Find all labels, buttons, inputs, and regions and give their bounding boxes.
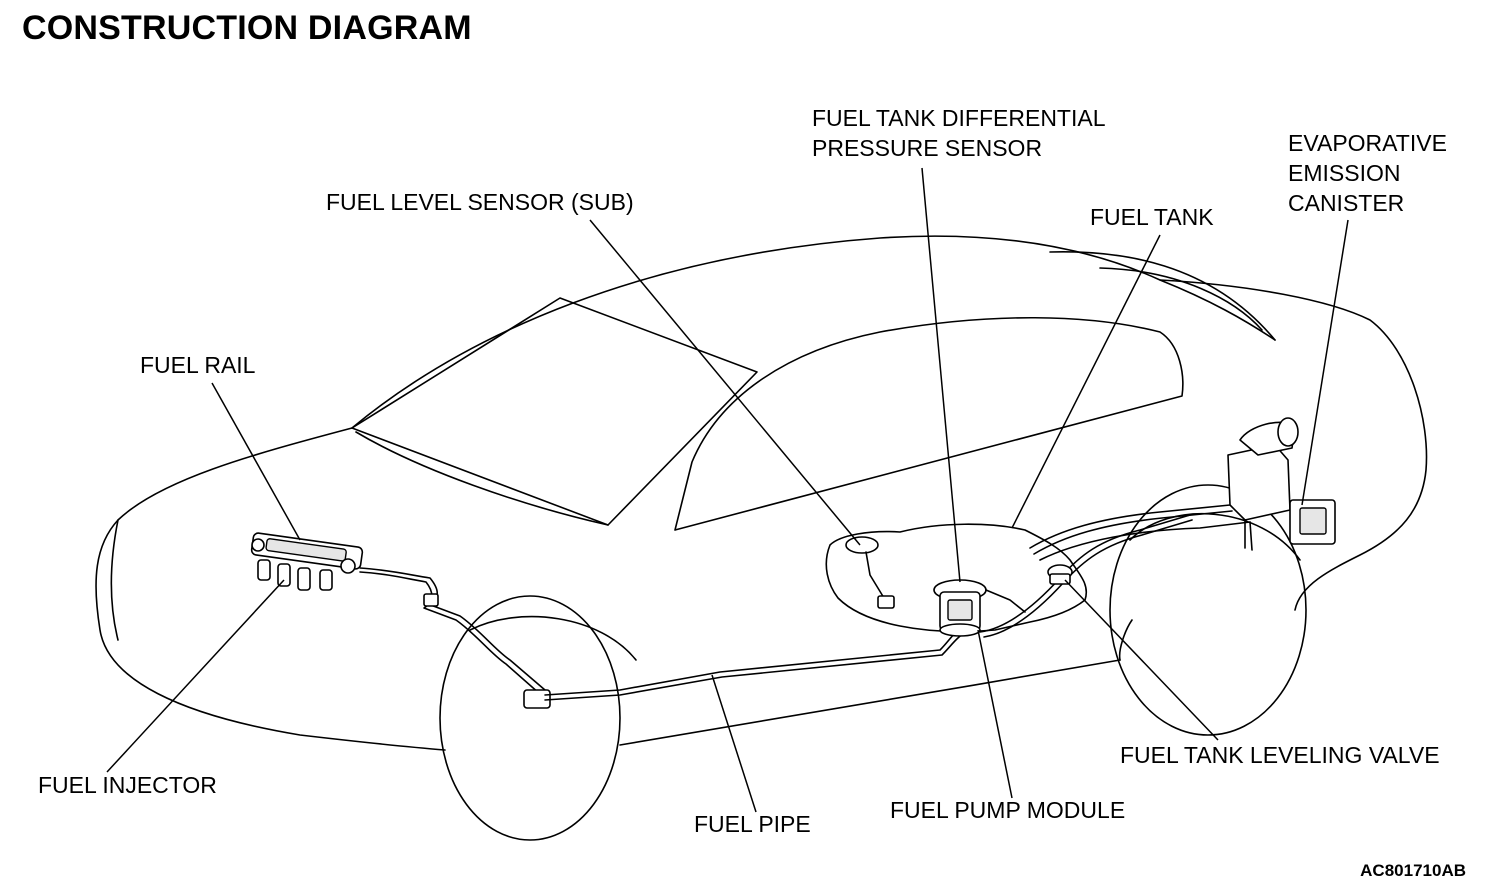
label-fuel-pipe: FUEL PIPE [694,811,811,837]
callout-labels: FUEL RAIL FUEL INJECTOR FUEL PIPE FUEL P… [38,105,1447,837]
fuel-rail-assembly [250,532,364,591]
fuel-pump-module [933,579,1026,637]
evaporative-emission-canister [1227,417,1336,551]
front-wheel [439,595,637,841]
fuel-level-sensor-sub [845,536,895,609]
label-fuel-tank: FUEL TANK [1090,204,1214,230]
label-fuel-rail: FUEL RAIL [140,352,256,378]
fuel-tank-leveling-valve [1047,564,1073,585]
leader-diff-pressure-sensor [921,167,961,583]
rear-wheel [1109,484,1307,736]
figure-id: AC801710AB [1360,861,1466,880]
label-fuel-tank-leveling-valve: FUEL TANK LEVELING VALVE [1120,742,1440,768]
label-evap-canister-line1: EVAPORATIVE [1288,130,1447,156]
leader-evap-canister [1301,219,1349,506]
page-title: CONSTRUCTION DIAGRAM [22,9,472,47]
label-evap-canister-line3: CANISTER [1288,190,1404,216]
fuel-injectors [257,559,333,591]
leader-fuel-level-sensor [589,219,861,546]
label-diff-pressure-sensor-line2: PRESSURE SENSOR [812,135,1042,161]
leader-fuel-injector [106,579,285,773]
label-fuel-level-sensor-sub: FUEL LEVEL SENSOR (SUB) [326,189,634,215]
leader-fuel-pipe [711,674,757,813]
label-fuel-pump-module: FUEL PUMP MODULE [890,797,1125,823]
label-evap-canister-line2: EMISSION [1288,160,1400,186]
label-fuel-injector: FUEL INJECTOR [38,772,217,798]
leader-leveling-valve [1064,579,1219,741]
leader-fuel-rail [211,382,301,541]
label-diff-pressure-sensor-line1: FUEL TANK DIFFERENTIAL [812,105,1106,131]
leader-fuel-pump-module [977,629,1013,799]
leader-lines [106,167,1349,813]
leader-fuel-tank [1011,234,1161,529]
